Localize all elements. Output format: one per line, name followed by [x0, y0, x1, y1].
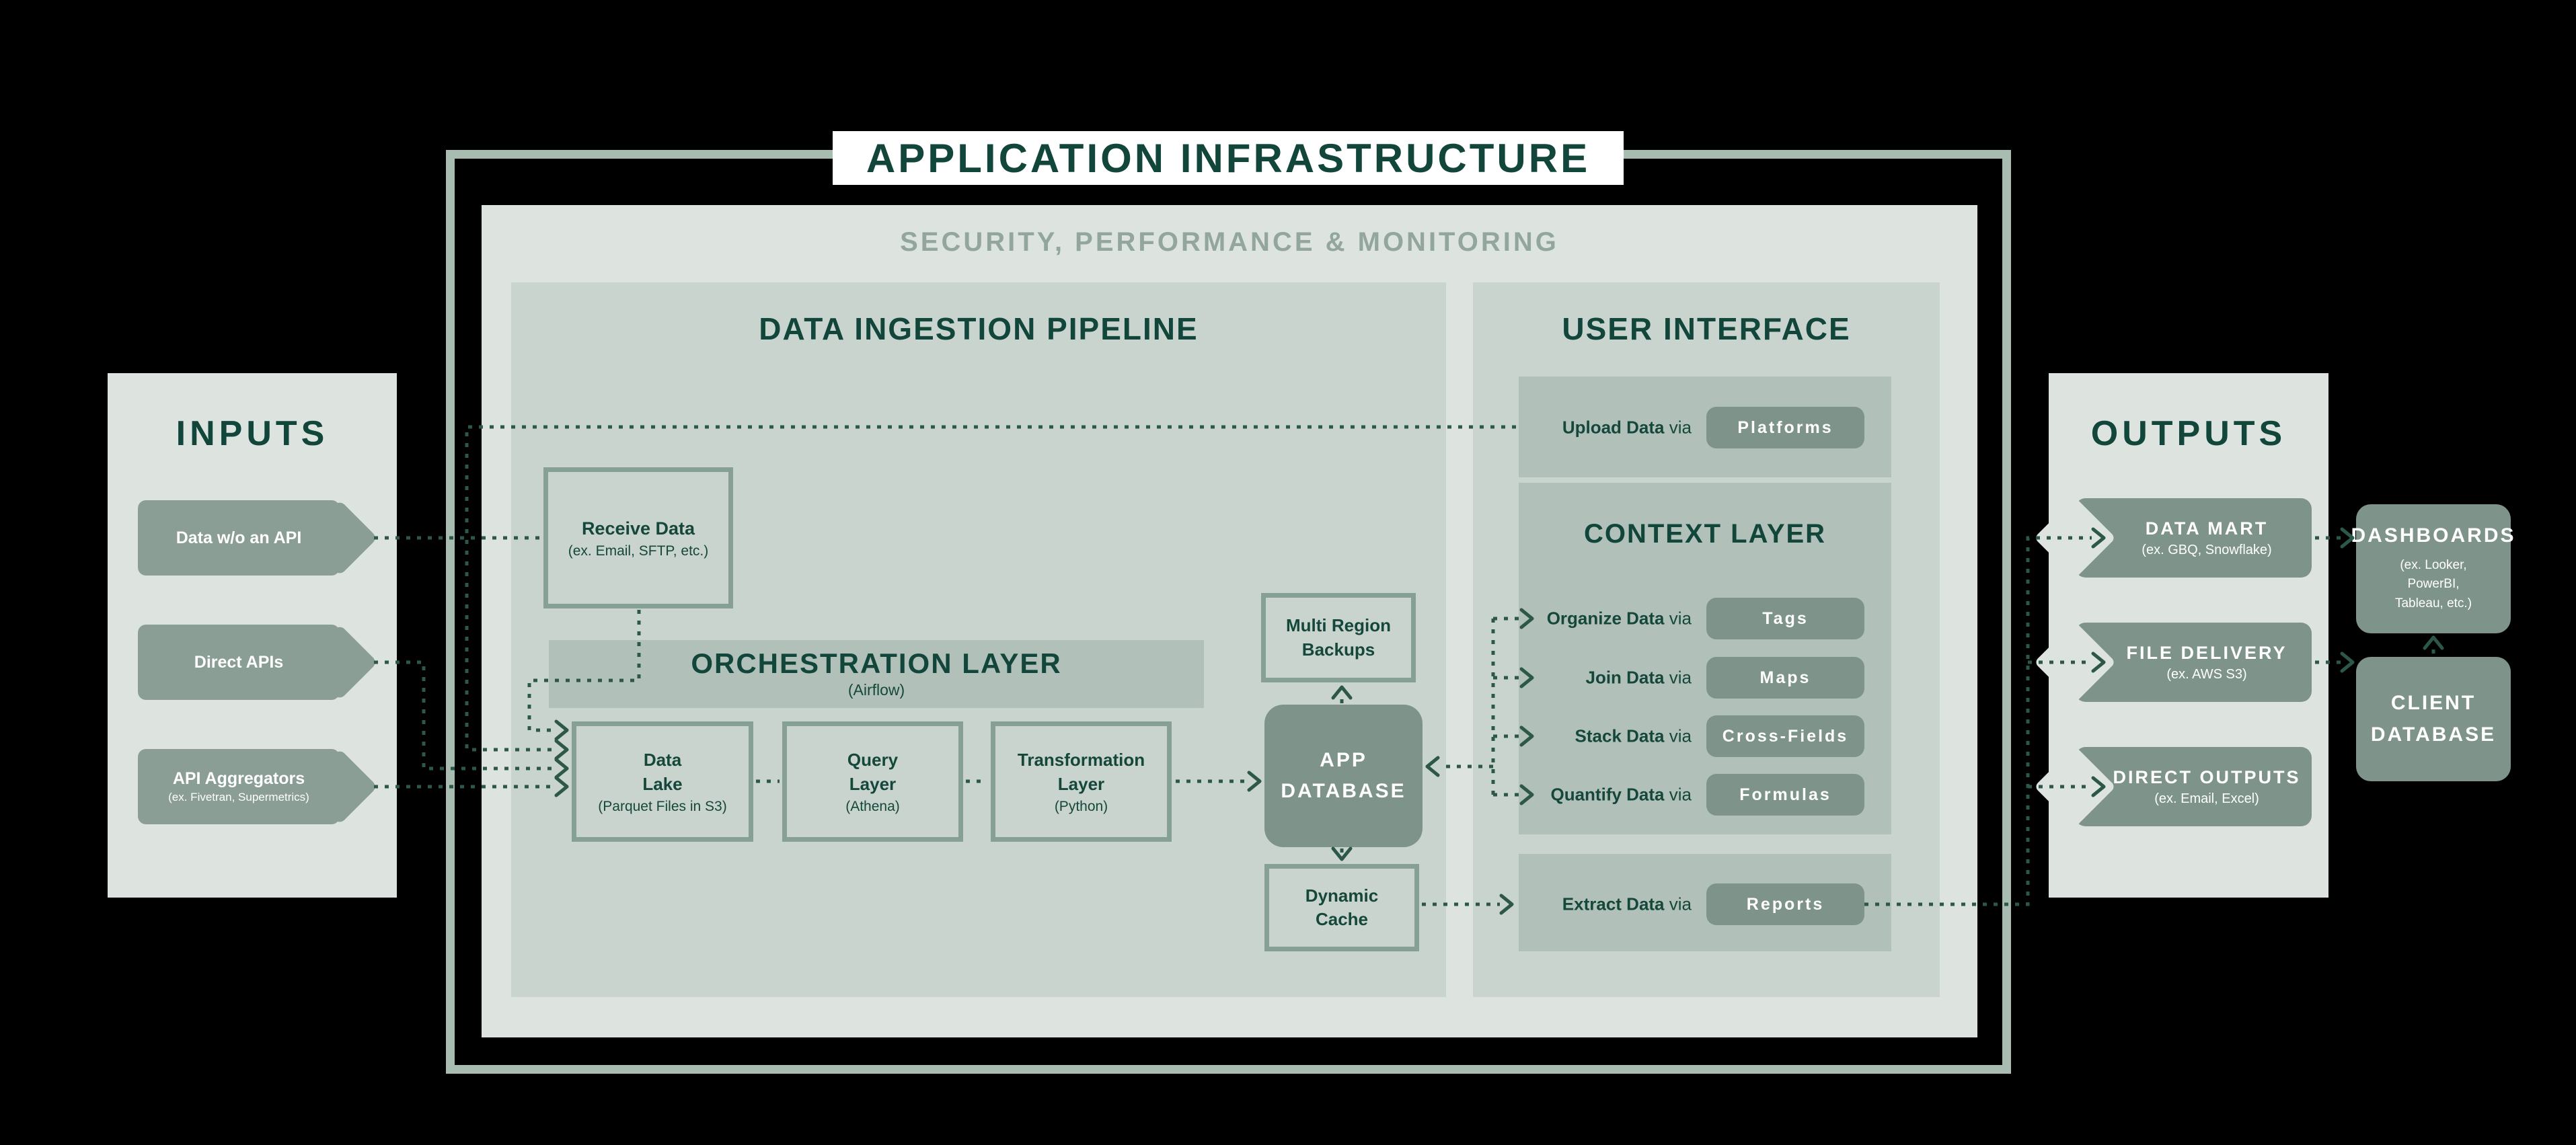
application-title: APPLICATION INFRASTRUCTURE: [866, 135, 1591, 181]
data-lake-sub: (Parquet Files in S3): [598, 798, 727, 814]
arrowhead-clientdb-to-dashboards: [2423, 635, 2444, 650]
query-layer-sub: (Athena): [845, 798, 900, 814]
client-database-box: CLIENT DATABASE: [2356, 657, 2511, 781]
app-database-label: APP DATABASE: [1281, 748, 1406, 803]
upload-data-via: via: [1669, 417, 1692, 438]
extract-data-label: Extract Data via: [1562, 894, 1692, 915]
banner-notch: [2034, 621, 2116, 703]
maps-pill: Maps: [1706, 657, 1864, 699]
query-layer-box: Query Layer (Athena): [782, 721, 963, 842]
dashboards-label: DASHBOARDS: [2351, 524, 2516, 547]
data-mart-sub: (ex. GBQ, Snowflake): [2142, 542, 2272, 557]
receive-data-box: Receive Data (ex. Email, SFTP, etc.): [543, 467, 733, 608]
file-delivery-sub: (ex. AWS S3): [2166, 666, 2247, 682]
platforms-pill: Platforms: [1706, 407, 1864, 448]
direct-outputs-banner: DIRECT OUTPUTS (ex. Email, Excel): [2034, 746, 2312, 828]
file-delivery-banner: FILE DELIVERY (ex. AWS S3): [2034, 621, 2312, 703]
extract-data-via: via: [1669, 894, 1692, 914]
application-title-box: APPLICATION INFRASTRUCTURE: [833, 131, 1624, 185]
multi-region-backups-box: Multi Region Backups: [1261, 593, 1416, 682]
input-api-aggregators-arrow: API Aggregators (ex. Fivetran, Supermetr…: [138, 748, 378, 825]
orchestration-layer-band: ORCHESTRATION LAYER (Airflow): [549, 640, 1204, 708]
input-direct-apis-label: Direct APIs: [194, 652, 284, 672]
join-data-label: Join Data via: [1585, 668, 1692, 688]
user-interface-title: USER INTERFACE: [1562, 311, 1851, 346]
context-layer-title: CONTEXT LAYER: [1583, 519, 1827, 549]
reports-pill: Reports: [1706, 883, 1864, 925]
dynamic-cache-box: Dynamic Cache: [1264, 864, 1419, 951]
extract-data-action: Extract Data: [1562, 894, 1665, 914]
upload-data-action: Upload Data: [1562, 417, 1665, 438]
transformation-layer-label: Transformation Layer: [1017, 750, 1145, 794]
security-performance-monitoring-banner: SECURITY, PERFORMANCE & MONITORING: [900, 227, 1559, 257]
upload-data-label: Upload Data via: [1562, 418, 1692, 438]
join-data-via: via: [1669, 667, 1692, 688]
banner-notch: [2034, 497, 2116, 579]
input-direct-apis-arrow: Direct APIs: [138, 624, 378, 701]
input-api-aggregators-sub: (ex. Fivetran, Supermetrics): [168, 791, 309, 803]
receive-data-label: Receive Data: [581, 518, 695, 539]
orchestration-layer-sub: (Airflow): [847, 681, 905, 699]
orchestration-layer-label: ORCHESTRATION LAYER: [691, 647, 1062, 679]
tags-pill: Tags: [1706, 598, 1864, 639]
input-data-wo-api-arrow: Data w/o an API: [138, 500, 378, 576]
query-layer-label: Query Layer: [847, 750, 899, 794]
data-ingestion-pipeline-title: DATA INGESTION PIPELINE: [759, 311, 1199, 346]
transformation-layer-sub: (Python): [1054, 798, 1108, 814]
stack-data-via: via: [1669, 725, 1692, 746]
data-lake-label: Data Lake: [642, 750, 683, 794]
banner-notch: [2034, 746, 2116, 828]
input-api-aggregators-label: API Aggregators: [172, 769, 305, 788]
input-data-wo-api-label: Data w/o an API: [176, 528, 302, 547]
dashboards-box: DASHBOARDS (ex. Looker, PowerBI, Tableau…: [2351, 504, 2514, 633]
join-data-action: Join Data: [1585, 667, 1665, 688]
direct-outputs-sub: (ex. Email, Excel): [2154, 791, 2259, 806]
transformation-layer-box: Transformation Layer (Python): [991, 721, 1172, 842]
organize-data-via: via: [1669, 608, 1692, 629]
data-mart-label: DATA MART: [2145, 518, 2269, 539]
quantify-data-action: Quantify Data: [1550, 784, 1665, 805]
cross-fields-pill: Cross-Fields: [1706, 715, 1864, 757]
inputs-title: INPUTS: [176, 414, 329, 453]
stack-data-label: Stack Data via: [1575, 726, 1692, 747]
stack-data-action: Stack Data: [1575, 725, 1665, 746]
outputs-title: OUTPUTS: [2090, 414, 2287, 453]
arrowhead-clientdb: [2340, 652, 2355, 673]
organize-data-label: Organize Data via: [1547, 608, 1692, 629]
dynamic-cache-label: Dynamic Cache: [1305, 885, 1379, 929]
direct-outputs-label: DIRECT OUTPUTS: [2113, 766, 2301, 787]
client-database-label: CLIENT DATABASE: [2370, 692, 2497, 746]
data-lake-box: Data Lake (Parquet Files in S3): [572, 721, 753, 842]
data-mart-banner: DATA MART (ex. GBQ, Snowflake): [2034, 497, 2312, 579]
app-database-box: APP DATABASE: [1264, 705, 1423, 847]
formulas-pill: Formulas: [1706, 774, 1864, 816]
dashboards-sub: (ex. Looker, PowerBI, Tableau, etc.): [2394, 557, 2472, 610]
file-delivery-label: FILE DELIVERY: [2126, 642, 2287, 663]
quantify-data-label: Quantify Data via: [1550, 785, 1692, 805]
organize-data-action: Organize Data: [1546, 608, 1665, 629]
quantify-data-via: via: [1669, 784, 1692, 805]
multi-region-backups-label: Multi Region Backups: [1286, 615, 1391, 660]
receive-data-sub: (ex. Email, SFTP, etc.): [568, 543, 709, 559]
